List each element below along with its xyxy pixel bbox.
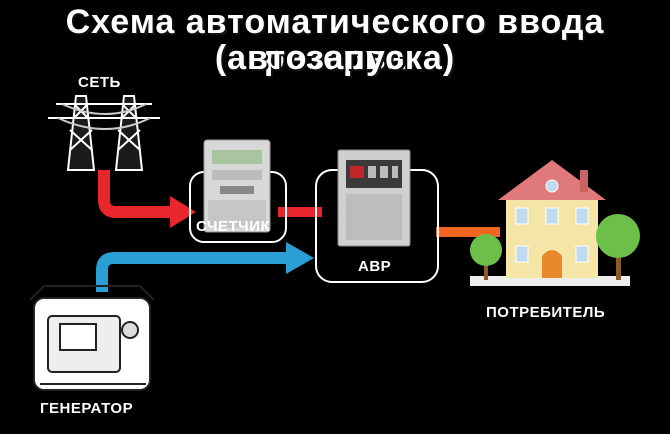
- grid-arrow: [98, 170, 196, 228]
- house-icon: [470, 160, 630, 286]
- power-tower-icon: [48, 95, 160, 171]
- diagram-title-line2: (автозапуска): [214, 39, 456, 77]
- electric-meter-icon: [189, 139, 287, 243]
- diagram-title-line1: Схема автоматического ввода резерва: [65, 3, 605, 77]
- ats-label: АВР: [358, 258, 392, 275]
- grid-label: СЕТЬ: [78, 74, 121, 91]
- consumer-label: ПОТРЕБИТЕЛЬ: [486, 304, 606, 321]
- generator-label: ГЕНЕРАТОР: [40, 400, 134, 417]
- tree-icon: [470, 214, 640, 280]
- meter-label: СЧЕТЧИК: [196, 218, 271, 235]
- generator-arrow: [96, 242, 314, 292]
- ats-cabinet-icon: [315, 149, 439, 283]
- generator-icon: [29, 285, 155, 391]
